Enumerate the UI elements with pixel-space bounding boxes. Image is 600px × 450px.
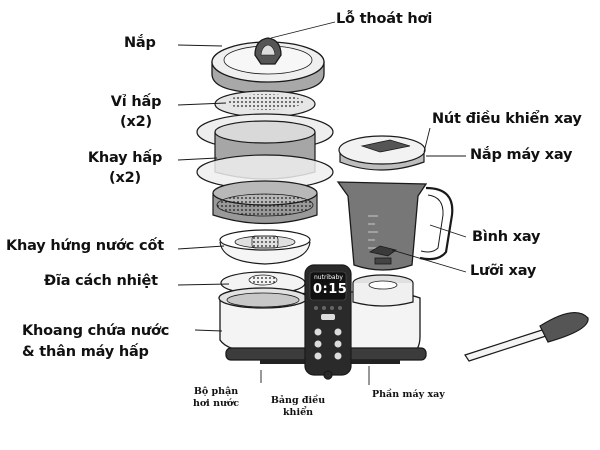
lid [211, 37, 325, 94]
leader-lines [177, 21, 467, 385]
control-panel [304, 264, 352, 380]
steam-rack [214, 90, 316, 118]
label-blender-lid: Nắp máy xay [470, 147, 573, 163]
blender-lid [338, 135, 426, 171]
time-display: 0:15 [313, 282, 348, 297]
steam-tray [196, 113, 334, 190]
label-juice-tray: Khay hứng nước cốt [6, 238, 164, 254]
brand-logo: nutribaby [314, 274, 343, 281]
label-blender-unit: Phần máy xay [372, 389, 445, 400]
label-control-panel: Bảng điều khiển [270, 395, 326, 418]
label-heat-disc: Đĩa cách nhiệt [44, 273, 158, 289]
label-water-tank: Khoang chứa nước & thân máy hấp [22, 323, 170, 360]
label-steam-tray: Khay hấp (x2) [87, 150, 163, 186]
juice-tray [219, 229, 311, 265]
label-blend-control-button: Nút điều khiển xay [432, 111, 582, 127]
steam-tray-2 [212, 180, 318, 225]
label-blade: Lưỡi xay [470, 263, 537, 279]
label-blender-jar: Bình xay [472, 229, 541, 245]
blender-jar [336, 181, 454, 271]
label-steam-rack: Vỉ hấp (x2) [110, 94, 162, 130]
spatula [464, 311, 589, 362]
label-lid: Nắp [124, 35, 156, 51]
blender-base [352, 274, 414, 307]
label-steam-unit: Bộ phận hơi nước [192, 386, 240, 409]
label-steam-vent: Lỗ thoát hơi [336, 11, 433, 27]
